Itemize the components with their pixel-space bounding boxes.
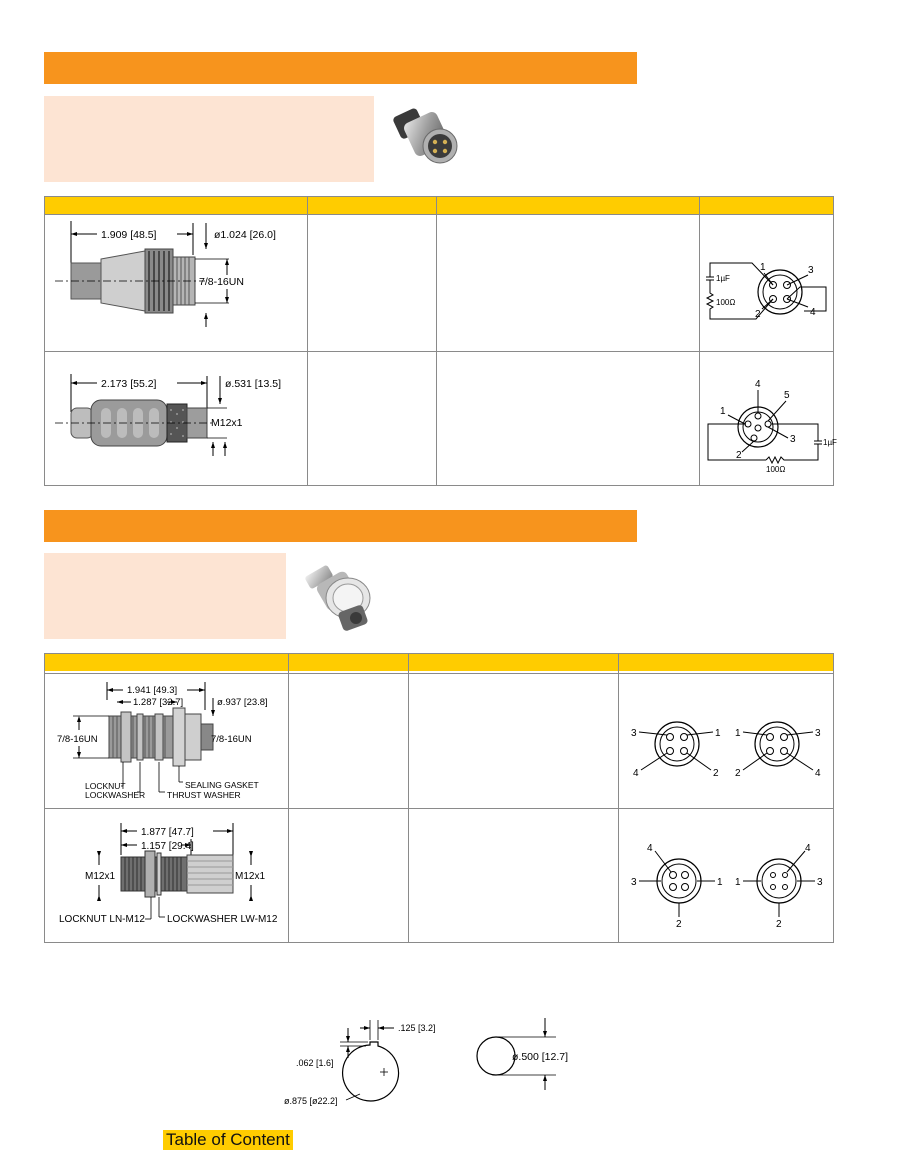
section1-row1-drawing: 1.909 [48.5] ø1.024 [26.0] [45, 215, 307, 351]
pin-label: 3 [815, 728, 821, 739]
pin-label: 5 [784, 390, 790, 401]
pin-label: 4 [815, 768, 821, 779]
mounting-hole-drawings: .125 [3.2] .062 [1.6] ø.875 [ø22.2] ø.50… [270, 1014, 600, 1110]
product-photo-receptacle [300, 558, 380, 632]
section2-row2-drawing: 1.877 [47.7] 1.157 [29.4] M12x1 [45, 809, 288, 943]
section1-row2-wiring: 4 5 1 3 2 100Ω 1µF [700, 352, 837, 486]
capacitor-label: 1µF [716, 274, 730, 283]
dim-length: 2.173 [55.2] [101, 378, 157, 390]
pin-label: 1 [735, 728, 741, 739]
pin-label: 3 [790, 434, 796, 445]
pin-label: 2 [713, 768, 719, 779]
section2-header-bar [44, 510, 637, 542]
dim-length-overall: 1.941 [49.3] [127, 685, 177, 696]
dim-hole2: ø.500 [12.7] [512, 1051, 568, 1063]
pin-label: 2 [736, 450, 742, 461]
dim-thread-left: 7/8-16UN [57, 734, 98, 745]
section1-row2-drawing: 2.173 [55.2] ø.531 [13.5] M12x1 [45, 352, 307, 486]
pin-label: 3 [808, 265, 814, 276]
resistor-label: 100Ω [766, 465, 785, 474]
dim-diameter: ø.531 [13.5] [225, 378, 281, 390]
pin-label: 2 [776, 919, 782, 930]
callout-locknut: LOCKNUT LN-M12 [59, 914, 145, 925]
section2-table-header [45, 654, 833, 671]
dim-keyway: .125 [3.2] [398, 1023, 436, 1033]
dim-hole: ø.875 [ø22.2] [284, 1096, 338, 1106]
section1-table: 1.909 [48.5] ø1.024 [26.0] [44, 196, 837, 486]
pin-label: 4 [810, 307, 816, 318]
pin-label: 1 [720, 406, 726, 417]
callout-locknut: LOCKNUT [85, 781, 126, 791]
dim-thread-left: M12x1 [85, 871, 115, 882]
section2-description-box [44, 553, 286, 639]
callout-lockwasher: LOCKWASHER [85, 790, 145, 800]
capacitor-label: 1µF [823, 438, 837, 447]
resistor-label: 100Ω [716, 298, 735, 307]
section2-row1-wiring: 3 1 4 2 1 3 2 4 [619, 674, 833, 808]
table-of-content-link[interactable]: Table of Content [163, 1130, 293, 1150]
pin-label: 2 [755, 309, 761, 320]
section2-row2-wiring: 4 3 1 2 4 1 3 2 [619, 809, 833, 943]
pin-label: 1 [717, 877, 723, 888]
dim-length-body: 1.287 [32.7] [133, 697, 183, 708]
callout-lockwasher: LOCKWASHER LW-M12 [167, 914, 278, 925]
dim-diameter: ø.937 [23.8] [217, 697, 268, 708]
dim-length-body: 1.157 [29.4] [141, 841, 194, 852]
callout-gasket: SEALING GASKET [185, 780, 259, 790]
pin-label: 1 [715, 728, 721, 739]
pin-label: 1 [760, 262, 766, 273]
dim-thread: 7/8-16UN [199, 276, 244, 288]
dim-thread-right: M12x1 [235, 871, 265, 882]
section1-header-bar [44, 52, 637, 84]
callout-thrust: THRUST WASHER [167, 790, 241, 800]
dim-length-overall: 1.877 [47.7] [141, 827, 194, 838]
pin-label: 3 [631, 728, 637, 739]
dim-diameter: ø1.024 [26.0] [214, 229, 276, 241]
pin-label: 1 [735, 877, 741, 888]
pin-label: 2 [735, 768, 741, 779]
dim-thread: M12x1 [211, 417, 243, 429]
pin-label: 4 [755, 379, 761, 390]
dim-flat: .062 [1.6] [296, 1058, 334, 1068]
pin-label: 3 [631, 877, 637, 888]
section1-row1-wiring: 1 3 2 4 1µF 100Ω [700, 215, 833, 351]
pin-label: 4 [633, 768, 639, 779]
pin-label: 2 [676, 919, 682, 930]
product-photo-connector-1 [388, 102, 468, 172]
section1-description-box [44, 96, 374, 182]
section1-table-header [45, 197, 833, 214]
pin-label: 3 [817, 877, 823, 888]
pin-label: 4 [805, 843, 811, 854]
pin-label: 4 [647, 843, 653, 854]
section2-row1-drawing: 1.941 [49.3] 1.287 [32.7] ø.937 [23.8] [45, 674, 288, 808]
dim-length: 1.909 [48.5] [101, 229, 157, 241]
section2-table: 1.941 [49.3] 1.287 [32.7] ø.937 [23.8] [44, 653, 834, 943]
dim-thread-right: 7/8-16UN [211, 734, 252, 745]
